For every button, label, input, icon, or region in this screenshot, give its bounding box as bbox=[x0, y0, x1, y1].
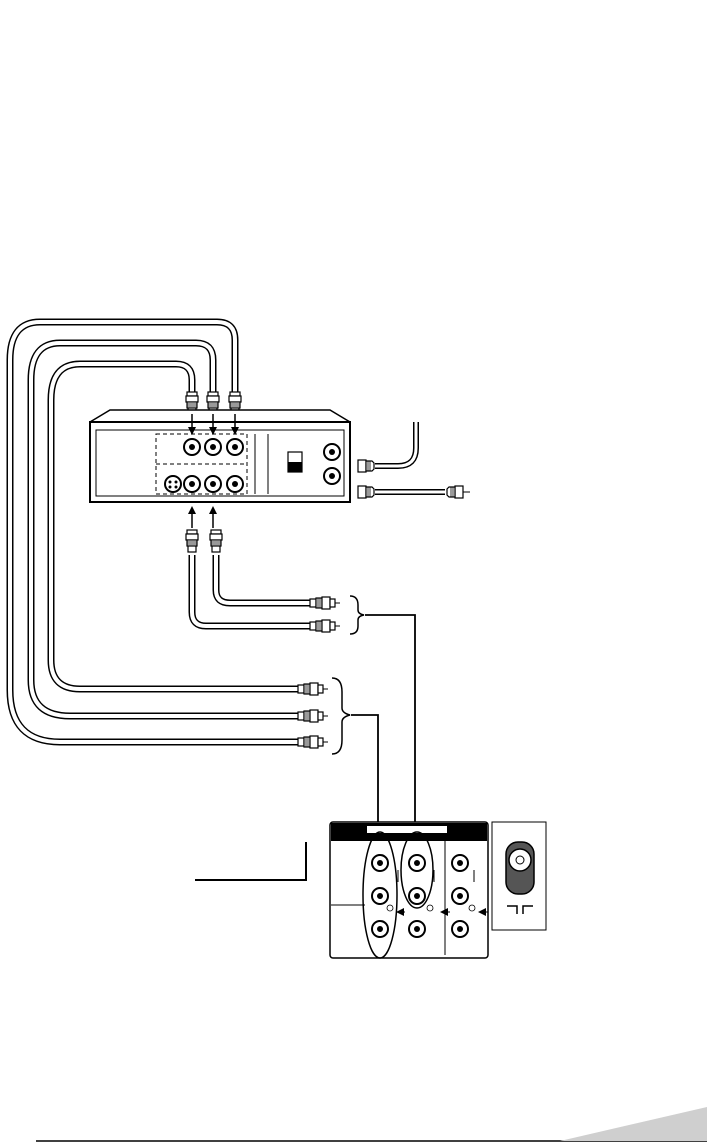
rf-out-jack bbox=[324, 468, 340, 484]
vcr-input-jack-2 bbox=[205, 476, 221, 492]
composite-plugs-end bbox=[298, 683, 328, 748]
tv-jack-video bbox=[372, 855, 388, 871]
brace-composite bbox=[332, 678, 350, 754]
video-audio-composite-cable bbox=[10, 322, 300, 742]
tv-rear-panel bbox=[330, 822, 488, 958]
tv-jack-3b bbox=[452, 888, 468, 904]
brace-audio bbox=[350, 596, 364, 634]
antenna-coax-cable bbox=[358, 422, 470, 498]
vcr-output-jack-2 bbox=[205, 439, 221, 455]
vcr-input-jack-1 bbox=[184, 476, 200, 492]
tv-jack-audio-l bbox=[372, 888, 388, 904]
vcr-output-jack-1 bbox=[184, 439, 200, 455]
page-footer bbox=[36, 1107, 707, 1141]
tv-jack-3c bbox=[452, 921, 468, 937]
tv-jack-3a bbox=[452, 855, 468, 871]
connection-lines bbox=[351, 615, 415, 842]
audio-cable-pair bbox=[186, 508, 340, 632]
rf-in-jack bbox=[324, 444, 340, 460]
tv-antenna-input bbox=[492, 822, 546, 930]
tv-jack-2a bbox=[409, 855, 425, 871]
vcr-input-jack-3 bbox=[227, 476, 243, 492]
svideo-jack bbox=[165, 476, 181, 492]
vcr-output-jack-3 bbox=[227, 439, 243, 455]
corner-tab bbox=[560, 1107, 707, 1141]
callout-line bbox=[195, 842, 306, 880]
tv-jack-2b bbox=[409, 888, 425, 904]
tv-jack-2c bbox=[409, 921, 425, 937]
vcr-rear-panel bbox=[90, 410, 350, 502]
tv-jack-audio-r bbox=[372, 921, 388, 937]
